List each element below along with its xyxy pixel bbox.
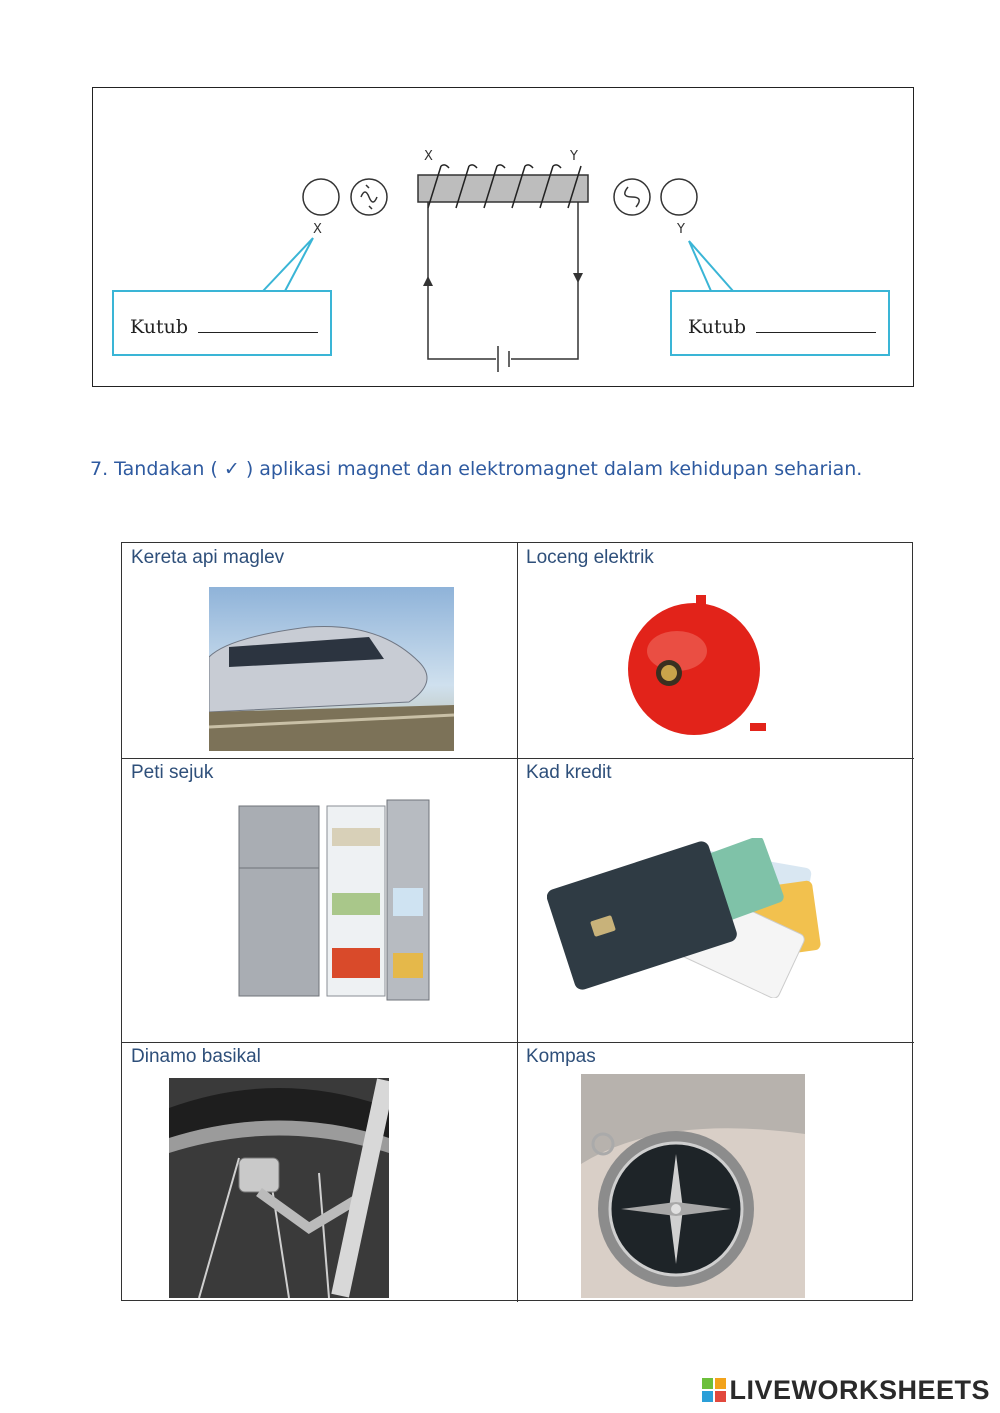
table-divider-vertical xyxy=(517,543,518,1302)
bicycle-dynamo-image xyxy=(169,1078,389,1298)
answer-box-left[interactable]: Kutub xyxy=(112,290,332,356)
cell-label: Dinamo basikal xyxy=(131,1046,261,1067)
compass-empty-left xyxy=(302,178,340,216)
applications-table: Kereta api maglev Loceng elektrik xyxy=(121,542,914,1302)
table-cell-compass[interactable]: Kompas xyxy=(517,1042,914,1302)
answer-box-right[interactable]: Kutub xyxy=(670,290,890,356)
compass-empty-right xyxy=(660,178,698,216)
kutub-label-left: Kutub xyxy=(130,316,189,338)
pole-x-label: X xyxy=(313,222,322,237)
refrigerator-image xyxy=(237,798,437,1003)
pole-y-label: Y xyxy=(677,222,685,237)
electromagnet-circuit-drawing xyxy=(262,164,734,372)
maglev-train-image xyxy=(209,587,454,751)
logo-text: LIVEWORKSHEETS xyxy=(729,1374,990,1405)
table-cell-bell[interactable]: Loceng elektrik xyxy=(517,543,914,758)
cell-label: Kad kredit xyxy=(526,762,612,783)
credit-cards-image xyxy=(547,838,837,998)
cell-label: Loceng elektrik xyxy=(526,547,654,568)
answer-blank-left[interactable] xyxy=(198,332,318,333)
coil-end-y-label: Y xyxy=(570,149,578,164)
compass-image xyxy=(581,1074,805,1298)
question-7: 7. Tandakan ( ✓ ) aplikasi magnet dan el… xyxy=(90,458,863,480)
table-cell-fridge[interactable]: Peti sejuk xyxy=(122,758,517,1042)
liveworksheets-logo-icon xyxy=(702,1378,727,1402)
compass-arrow-left xyxy=(350,178,388,216)
table-divider-row1 xyxy=(122,758,914,759)
answer-blank-right[interactable] xyxy=(756,332,876,333)
table-cell-dynamo[interactable]: Dinamo basikal xyxy=(122,1042,517,1302)
table-cell-maglev[interactable]: Kereta api maglev xyxy=(122,543,517,758)
liveworksheets-logo: LIVEWORKSHEETS xyxy=(702,1375,990,1405)
electric-bell-image xyxy=(622,591,772,741)
cell-label: Kereta api maglev xyxy=(131,547,285,568)
table-divider-row2 xyxy=(122,1042,914,1043)
table-cell-credit-card[interactable]: Kad kredit xyxy=(517,758,914,1042)
coil-end-x-label: X xyxy=(424,149,433,164)
kutub-label-right: Kutub xyxy=(688,316,747,338)
cell-label: Peti sejuk xyxy=(131,762,214,783)
compass-arrow-right xyxy=(613,178,651,216)
iron-core xyxy=(417,174,589,203)
electromagnet-diagram: X Y X Y Kutub Kutub xyxy=(92,87,914,387)
cell-label: Kompas xyxy=(526,1046,596,1067)
